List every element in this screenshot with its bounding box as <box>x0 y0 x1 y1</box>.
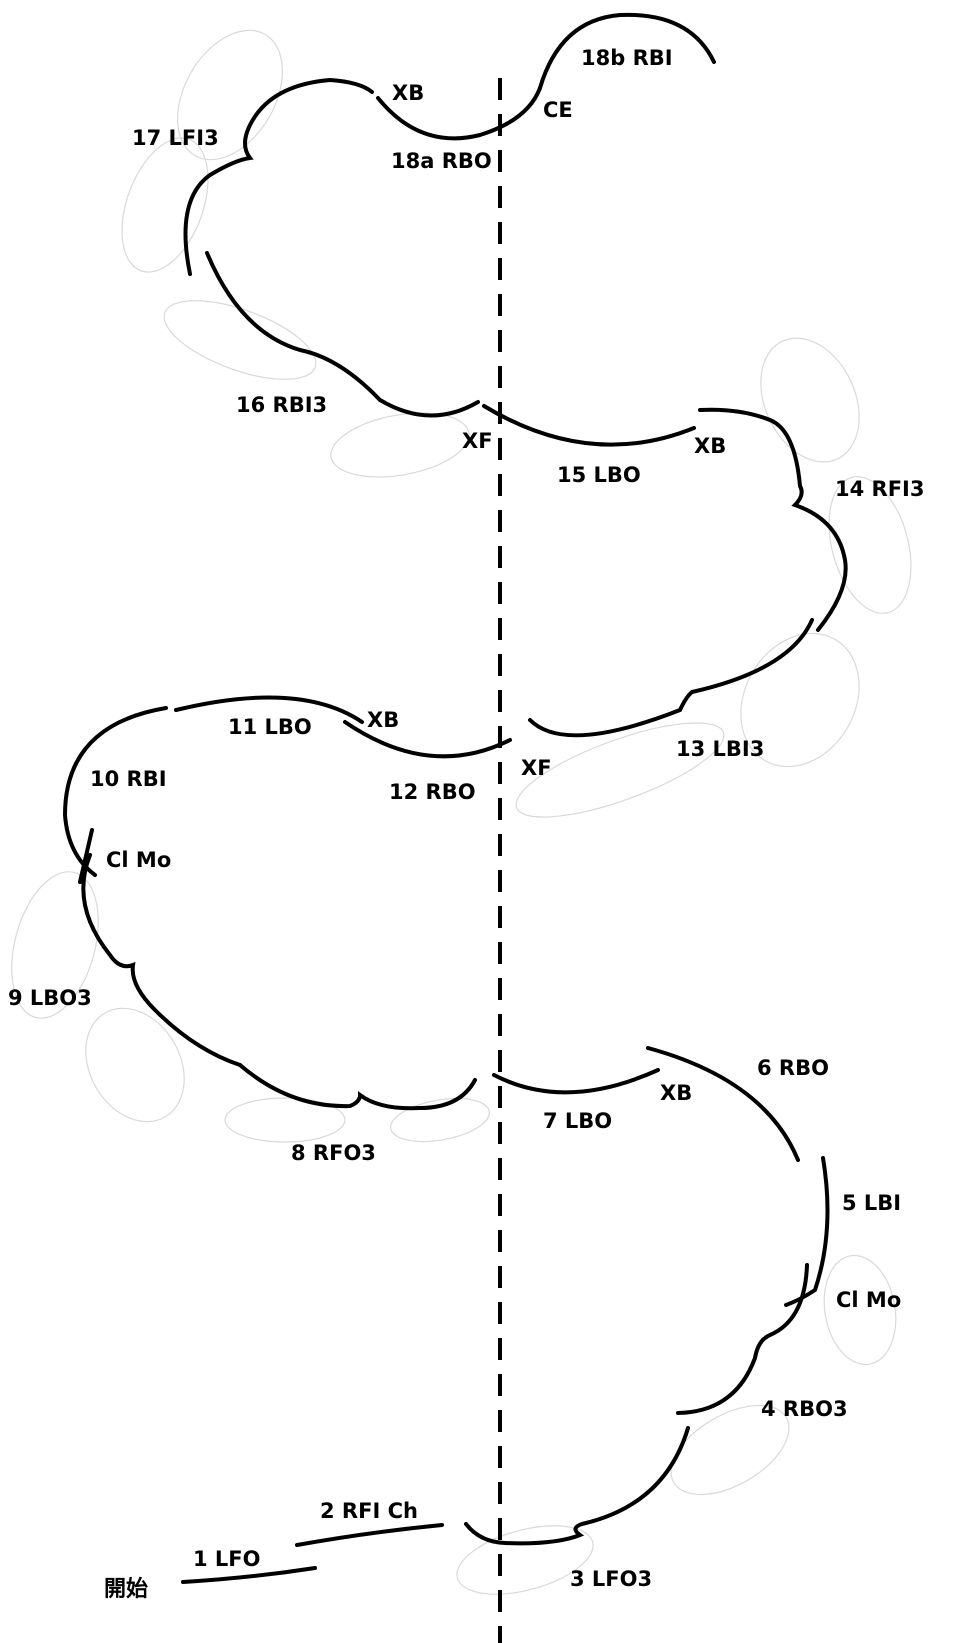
transition-labels: Cl Mo Cl Mo XB XB XB XB XF XF CE <box>106 81 901 1312</box>
element-8-curve <box>238 1063 477 1111</box>
label-element-11: 11 LBO <box>228 715 312 739</box>
element-labels: 開始 1 LFO 2 RFI Ch 3 LFO3 4 RBO3 5 LBI 6 … <box>8 46 924 1602</box>
label-element-8: 8 RFO3 <box>291 1141 376 1165</box>
label-element-18a: 18a RBO <box>391 149 492 173</box>
element-4-curve <box>676 1263 809 1415</box>
label-element-16: 16 RBI3 <box>236 393 327 417</box>
element-11-curve <box>174 695 364 724</box>
ghost-traces <box>11 29 912 1595</box>
label-element-3: 3 LFO3 <box>570 1567 652 1591</box>
label-element-7: 7 LBO <box>543 1109 612 1133</box>
label-element-6: 6 RBO <box>757 1056 829 1080</box>
label-xb-15: XB <box>694 434 726 458</box>
element-7-curve <box>492 1068 660 1095</box>
element-10-curve <box>62 706 168 877</box>
element-1-curve <box>181 1566 317 1584</box>
element-15-curve <box>482 404 696 447</box>
element-tracings <box>62 12 848 1584</box>
label-element-5: 5 LBI <box>842 1191 901 1215</box>
element-9-curve <box>81 853 242 1067</box>
label-element-17: 17 LFI3 <box>132 126 219 150</box>
label-climo-lower: Cl Mo <box>836 1288 901 1312</box>
label-element-4: 4 RBO3 <box>761 1397 848 1421</box>
label-element-2: 2 RFI Ch <box>320 1499 418 1523</box>
element-14-curve <box>698 407 848 632</box>
label-xf-12: XF <box>521 756 552 780</box>
label-element-18b: 18b RBI <box>581 46 673 70</box>
element-10-crossing <box>78 828 94 884</box>
label-element-1: 1 LFO <box>193 1547 261 1571</box>
start-label: 開始 <box>104 1576 148 1602</box>
label-xb-7: XB <box>660 1081 692 1105</box>
label-xb-17: XB <box>392 81 424 105</box>
label-climo-upper: Cl Mo <box>106 848 171 872</box>
label-element-9: 9 LBO3 <box>8 986 92 1010</box>
element-5-curve <box>784 1156 830 1307</box>
element-18a-curve <box>376 86 542 141</box>
label-element-14: 14 RFI3 <box>835 477 924 501</box>
element-18b-curve <box>538 12 716 90</box>
element-12-curve <box>343 720 512 759</box>
element-2-curve <box>295 1523 444 1547</box>
element-3-curve <box>464 1426 690 1546</box>
label-element-10: 10 RBI <box>90 767 167 791</box>
label-element-12: 12 RBO <box>389 780 476 804</box>
label-ce: CE <box>543 98 573 122</box>
label-element-15: 15 LBO <box>557 463 641 487</box>
element-17-curve <box>183 77 374 276</box>
label-xb-11: XB <box>367 708 399 732</box>
element-6-curve <box>646 1046 800 1162</box>
label-element-13: 13 LBI3 <box>676 737 764 761</box>
element-16-curve <box>205 251 480 418</box>
element-13-curve <box>528 618 814 738</box>
label-xf-16: XF <box>462 429 493 453</box>
